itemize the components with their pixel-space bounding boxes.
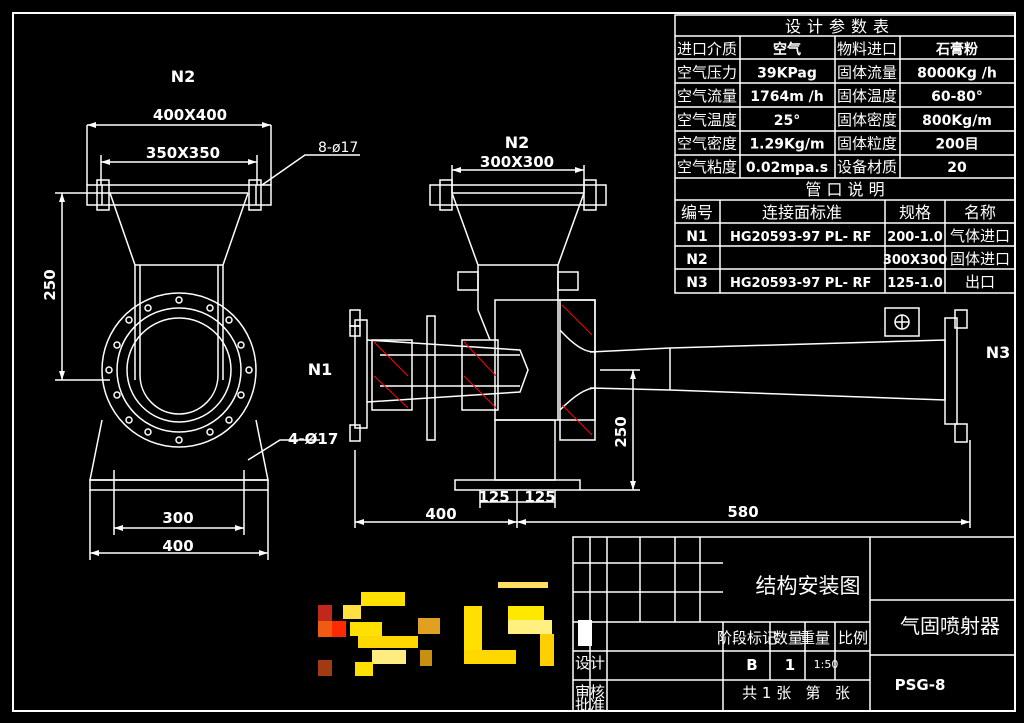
- design-cell: 60-80°: [931, 89, 983, 105]
- front-n3-flange: [944, 317, 958, 425]
- design-cell: 8000Kg /h: [917, 66, 997, 82]
- nozzle-id: N1: [686, 229, 707, 245]
- nozzle-table-title: 管 口 说 明: [805, 180, 884, 199]
- side-n2-label: N2: [171, 67, 196, 86]
- title-block: [572, 536, 1016, 712]
- side-dim-base-inner: 300: [162, 509, 193, 527]
- front-section-hatch: [373, 304, 593, 436]
- side-dim-outer: 400X400: [153, 106, 227, 124]
- front-dim-right: 580: [727, 503, 758, 521]
- nozzle-spec: 300X300: [883, 253, 947, 268]
- equipment-name: 气固喷射器: [900, 614, 1000, 638]
- side-flange-circle: [101, 292, 257, 448]
- front-dim-foot-right: 125: [524, 488, 555, 506]
- nozzle-header: 连接面标准: [762, 203, 842, 222]
- nozzle-standard: HG20593-97 PL- RF: [730, 230, 871, 245]
- side-dim-inner: 350X350: [146, 144, 220, 162]
- nozzle-name: 气体进口: [950, 227, 1010, 245]
- weight-label: 重量: [800, 629, 830, 647]
- side-support: [89, 419, 269, 481]
- front-n3-label: N3: [986, 343, 1011, 362]
- design-cell: 固体粒度: [837, 134, 897, 152]
- design-cell: 空气温度: [677, 111, 737, 129]
- front-n1-flange: [354, 319, 368, 429]
- front-top-flange: [429, 184, 607, 206]
- design-cell: 800Kg/m: [922, 113, 992, 129]
- lifting-lug: [884, 307, 920, 337]
- design-cell: 物料进口: [837, 40, 897, 58]
- scale-value: 1:50: [814, 658, 839, 671]
- front-n1-label: N1: [308, 360, 333, 379]
- stage-value: B: [746, 656, 757, 674]
- signature-role: 设计: [575, 654, 605, 672]
- scale-label: 比例: [838, 629, 868, 647]
- front-view: [349, 165, 971, 528]
- design-cell: 进口介质: [677, 40, 737, 58]
- design-cell: 石膏粉: [935, 41, 978, 58]
- design-cell: 空气压力: [677, 64, 737, 82]
- front-n2-label: N2: [505, 133, 530, 152]
- side-dim-base-outer: 400: [162, 537, 193, 555]
- design-cell: 固体密度: [837, 111, 897, 129]
- nozzle-header: 规格: [899, 203, 931, 222]
- side-bolt-holes: [105, 296, 253, 444]
- design-table-title: 设计参数表: [785, 17, 895, 36]
- stage-label: 阶段标记: [717, 629, 777, 647]
- design-cell: 设备材质: [837, 158, 897, 176]
- design-cell: 空气粘度: [677, 158, 737, 176]
- design-cell: 20: [947, 160, 967, 176]
- design-cell: 1764m /h: [750, 89, 824, 105]
- nozzle-table-headers: 编号 连接面标准 规格 名称: [681, 203, 996, 222]
- nozzle-name: 出口: [965, 273, 995, 291]
- nozzle-standard: HG20593-97 PL- RF: [730, 276, 871, 291]
- side-top-flange: [86, 184, 272, 206]
- front-dim-height: 250: [612, 416, 630, 447]
- side-bolt-callout: 8-ø17: [318, 140, 358, 156]
- nozzle-id: N3: [686, 275, 707, 291]
- design-cell: 空气流量: [677, 87, 737, 105]
- pixelated-stamp: [318, 582, 592, 676]
- design-cell: 0.02mpa.s: [746, 160, 828, 176]
- nozzle-header: 编号: [681, 203, 713, 222]
- design-cell: 1.29Kg/m: [749, 136, 824, 152]
- front-dim-arrows: [355, 167, 970, 525]
- drawing-frame: [12, 12, 1016, 712]
- side-view: [55, 124, 360, 560]
- front-dim-foot-left: 125: [478, 488, 509, 506]
- side-foot-callout: 4-Ø17: [288, 430, 338, 448]
- side-dim-height: 250: [41, 269, 59, 300]
- front-dim-flange: 300X300: [480, 153, 554, 171]
- design-cell: 39KPag: [757, 66, 817, 82]
- nozzle-header: 名称: [964, 203, 996, 222]
- sheet-info: 共 1 张 第 张: [742, 684, 850, 702]
- design-cell: 固体流量: [837, 64, 897, 82]
- qty-label: 数量: [773, 629, 803, 647]
- drawing-number: PSG-8: [895, 676, 946, 694]
- front-outlet: [589, 339, 946, 401]
- nozzle-spec: 200-1.0: [887, 230, 943, 245]
- front-hopper: [451, 192, 585, 300]
- nozzle-spec: 125-1.0: [887, 276, 943, 291]
- design-parameter-table: [674, 14, 1016, 294]
- design-cell: 200目: [935, 136, 978, 152]
- side-dim-arrows: [59, 122, 271, 556]
- design-cell: 25°: [774, 113, 800, 129]
- design-cell: 空气密度: [677, 134, 737, 152]
- nozzle-name: 固体进口: [950, 250, 1010, 268]
- drawing-name: 结构安装图: [756, 574, 861, 598]
- design-cell: 固体温度: [837, 87, 897, 105]
- nozzle-id: N2: [686, 252, 707, 268]
- signature-role: 审核: [575, 683, 605, 701]
- signature-role: 批准: [575, 696, 605, 714]
- front-dim-left: 400: [425, 505, 456, 523]
- qty-value: 1: [785, 656, 795, 674]
- design-cell: 空气: [773, 41, 801, 58]
